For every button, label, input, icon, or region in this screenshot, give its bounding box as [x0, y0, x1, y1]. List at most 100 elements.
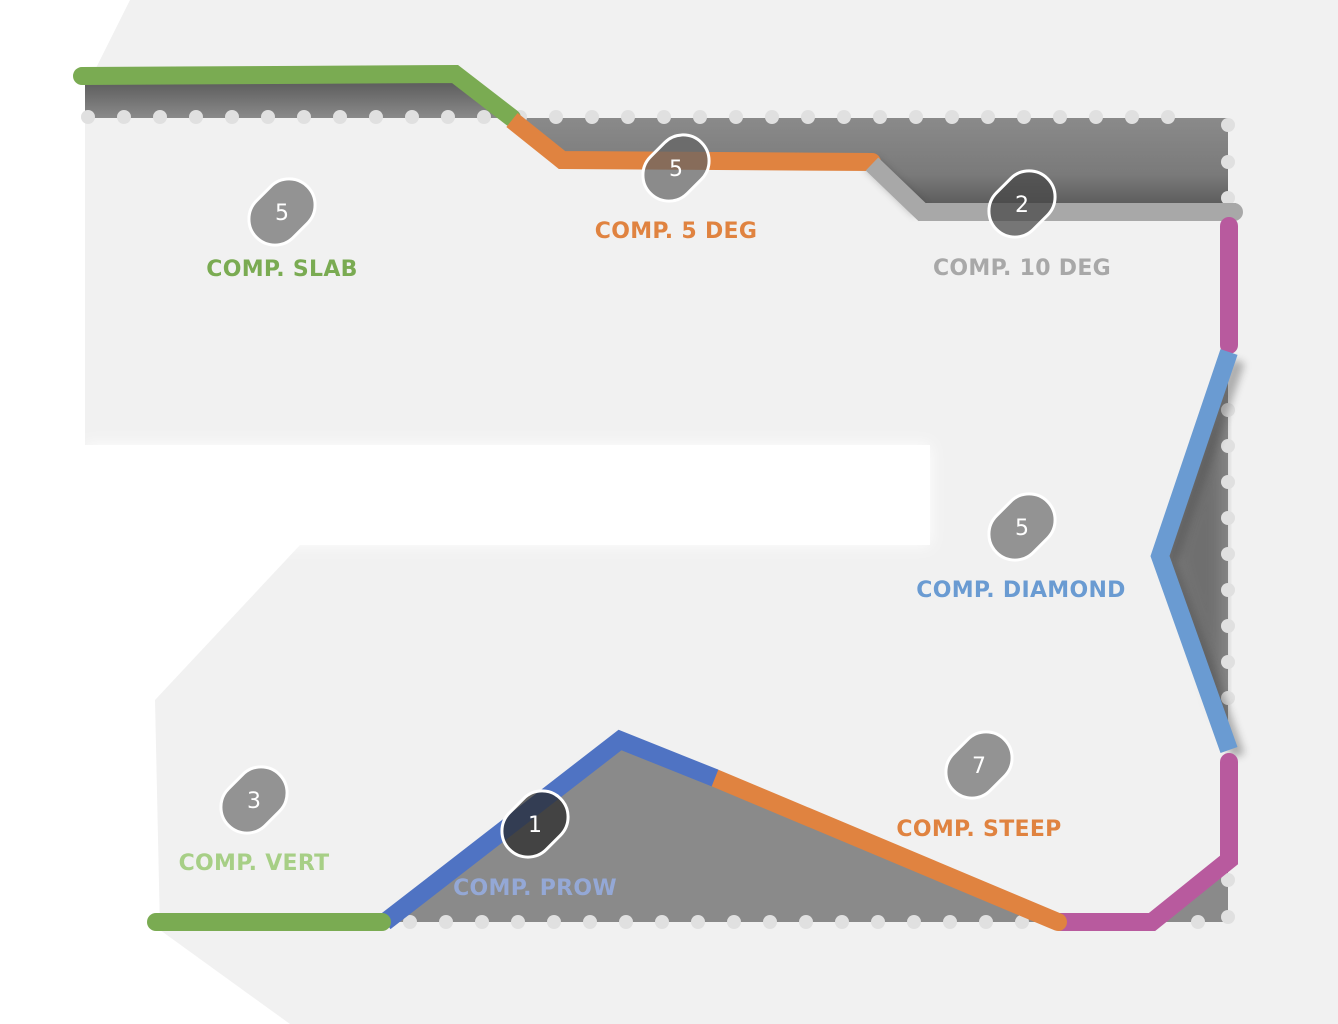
- bolt-dot: [693, 110, 707, 124]
- bolt-dot: [909, 110, 923, 124]
- badge-comp-slab[interactable]: 5: [238, 168, 326, 256]
- bolt-dot: [619, 915, 633, 929]
- line-comp-prow[interactable]: [379, 729, 719, 930]
- line-comp-diamond[interactable]: [1150, 349, 1238, 754]
- bolt-dot: [583, 915, 597, 929]
- line-comp-10-deg-end: [1225, 203, 1243, 221]
- bolt-dot: [189, 110, 203, 124]
- bolt-dot: [1017, 110, 1031, 124]
- badge-comp-5-deg[interactable]: 5: [632, 124, 720, 212]
- badge-count: 5: [275, 201, 289, 226]
- bolt-dots: [81, 110, 1235, 929]
- label-comp-prow: COMP. PROW: [453, 876, 617, 901]
- bolt-dot: [945, 110, 959, 124]
- badge-count: 5: [1015, 516, 1029, 541]
- badge-shape: [987, 169, 1057, 239]
- badge-shape: [500, 789, 570, 859]
- line-comp-steep[interactable]: [706, 769, 1067, 931]
- bolt-dot: [907, 915, 921, 929]
- label-comp-steep: COMP. STEEP: [896, 817, 1061, 842]
- section-labels: COMP. SLAB COMP. 5 DEG COMP. 10 DEG COMP…: [179, 219, 1126, 901]
- bolt-dot: [765, 110, 779, 124]
- bolt-dot: [405, 110, 419, 124]
- bolt-dot: [801, 110, 815, 124]
- line-comp-slab[interactable]: [73, 64, 521, 127]
- bolt-dot: [1125, 110, 1139, 124]
- bolt-dot: [981, 110, 995, 124]
- bolt-dot: [439, 915, 453, 929]
- bolt-dot: [1221, 191, 1235, 205]
- wall-diamond-shadow: [1175, 400, 1222, 720]
- bolt-dot: [729, 110, 743, 124]
- badge-count: 5: [669, 157, 683, 182]
- bolt-dot: [1191, 915, 1205, 929]
- bolt-dot: [153, 110, 167, 124]
- bolt-dot: [1221, 583, 1235, 597]
- section-badges: 5 5 2 5 7 1 3: [210, 124, 1066, 868]
- bolt-dot: [549, 110, 563, 124]
- label-comp-5-deg: COMP. 5 DEG: [595, 219, 757, 244]
- badge-count: 2: [1015, 193, 1029, 218]
- bolt-dot: [1161, 110, 1175, 124]
- bolt-dot: [475, 915, 489, 929]
- bolt-dot: [873, 110, 887, 124]
- label-comp-diamond: COMP. DIAMOND: [916, 578, 1125, 603]
- bolt-dot: [1015, 915, 1029, 929]
- badge-shape: [641, 133, 711, 203]
- line-comp-10-deg[interactable]: [865, 157, 1236, 221]
- badge-count: 7: [972, 754, 986, 779]
- label-comp-slab: COMP. SLAB: [206, 257, 358, 282]
- badge-comp-prow[interactable]: 1: [491, 780, 579, 868]
- badge-shape: [247, 177, 317, 247]
- badge-shape: [944, 730, 1014, 800]
- bolt-dot: [691, 915, 705, 929]
- label-comp-vert: COMP. VERT: [179, 851, 330, 876]
- bolt-dot: [403, 915, 417, 929]
- bolt-dot: [585, 110, 599, 124]
- bolt-dot: [1221, 118, 1235, 132]
- bolt-dot: [835, 915, 849, 929]
- bolt-dot: [1221, 655, 1235, 669]
- bolt-dot: [727, 915, 741, 929]
- bolt-dot: [799, 915, 813, 929]
- badge-shape: [987, 492, 1057, 562]
- badge-comp-diamond[interactable]: 5: [978, 483, 1066, 571]
- line-comp-5-deg[interactable]: [506, 112, 873, 171]
- badge-comp-10-deg[interactable]: 2: [978, 160, 1066, 248]
- floor-gap-highlight: [85, 445, 930, 545]
- wall-slab: [85, 80, 515, 118]
- bolt-dot: [979, 915, 993, 929]
- bolt-dot: [655, 915, 669, 929]
- section-lines: [73, 64, 1243, 931]
- bolt-dot: [657, 110, 671, 124]
- badge-comp-vert[interactable]: 3: [210, 756, 298, 844]
- bolt-dot: [1221, 873, 1235, 887]
- bolt-dot: [1221, 910, 1235, 924]
- badge-shape: [219, 765, 289, 835]
- bolt-dot: [369, 110, 383, 124]
- bolt-dot: [837, 110, 851, 124]
- badge-comp-steep[interactable]: 7: [935, 721, 1023, 809]
- line-magenta-lower-cap: [1220, 753, 1238, 771]
- bolt-dot: [943, 915, 957, 929]
- bolt-dot: [871, 915, 885, 929]
- bolt-dot: [441, 110, 455, 124]
- bolt-dot: [1221, 511, 1235, 525]
- bolt-dot: [547, 915, 561, 929]
- bolt-dot: [763, 915, 777, 929]
- wall-prow-steep: [385, 748, 1055, 922]
- bolt-dot: [477, 110, 491, 124]
- bolt-dot: [1221, 475, 1235, 489]
- bolt-dot: [1089, 110, 1103, 124]
- bolt-dot: [81, 110, 95, 124]
- bolt-dot: [1221, 619, 1235, 633]
- bolt-dot: [225, 110, 239, 124]
- bolt-dot: [621, 110, 635, 124]
- bolt-dot: [261, 110, 275, 124]
- bolt-dot: [1221, 439, 1235, 453]
- bolt-dot: [1221, 547, 1235, 561]
- label-comp-10-deg: COMP. 10 DEG: [933, 256, 1111, 281]
- bolt-dot: [511, 915, 525, 929]
- line-magenta-lower[interactable]: [1058, 762, 1238, 931]
